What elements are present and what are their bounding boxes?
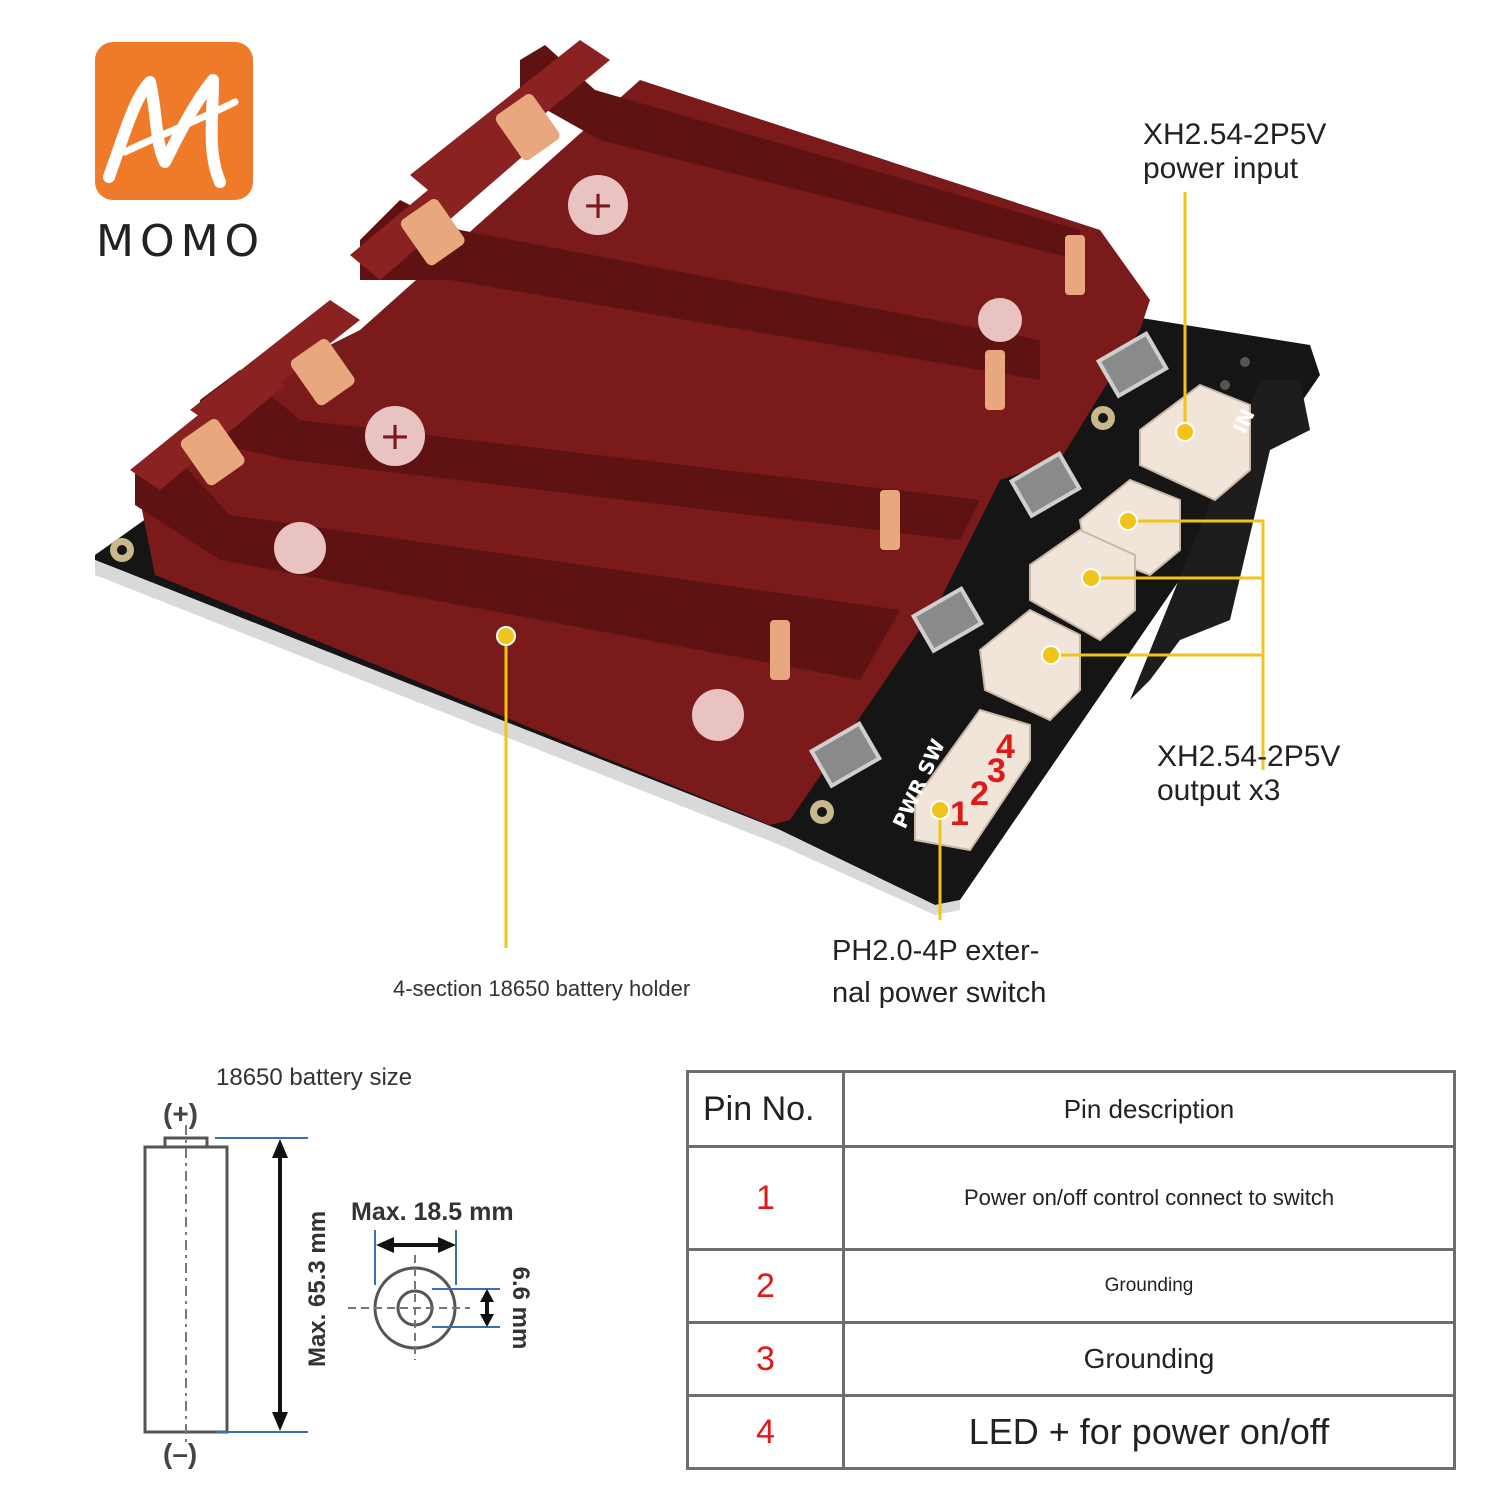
pin-description: Grounding bbox=[842, 1248, 1456, 1324]
table-row: 1 Power on/off control connect to switch bbox=[686, 1145, 1456, 1251]
pcb-edge bbox=[95, 560, 960, 915]
brand-name: MOMO bbox=[96, 216, 266, 267]
leader-dots bbox=[496, 422, 1195, 820]
battery-body bbox=[143, 1145, 229, 1434]
callout-output: XH2.54-2P5V output x3 bbox=[1157, 740, 1340, 808]
battery-holder bbox=[135, 80, 1150, 825]
header-pin-description: Pin description bbox=[842, 1070, 1456, 1148]
battery-minus-label: (–) bbox=[163, 1438, 198, 1469]
table-row: 4 LED + for power on/off bbox=[686, 1394, 1456, 1470]
product-illustration: + + IN PWR SW 1 2 3 4 bbox=[95, 40, 1320, 948]
pin-number: 2 bbox=[686, 1248, 845, 1324]
plus-markers: + + bbox=[274, 175, 1022, 741]
pin-table: Pin No. Pin description 1 Power on/off c… bbox=[686, 1070, 1456, 1470]
battery-length-label: Max. 65.3 mm bbox=[304, 1210, 331, 1368]
callout-holder: 4-section 18650 battery holder bbox=[393, 976, 691, 1001]
power-input-connector bbox=[1139, 383, 1251, 502]
table-row: 3 Grounding bbox=[686, 1321, 1456, 1397]
callout-power-input: XH2.54-2P5V power input bbox=[1143, 118, 1326, 186]
pin-description: Power on/off control connect to switch bbox=[842, 1145, 1456, 1251]
pin-table-header: Pin No. Pin description bbox=[686, 1070, 1456, 1148]
callout-switch: PH2.0-4P exter- nal power switch bbox=[832, 930, 1046, 1014]
pin-description: LED + for power on/off bbox=[842, 1394, 1456, 1470]
battery-plus-label: (+) bbox=[163, 1098, 198, 1129]
callout-output-line1: XH2.54-2P5V bbox=[1157, 740, 1341, 773]
battery-contacts bbox=[180, 94, 1085, 680]
pin-number: 3 bbox=[686, 1321, 845, 1397]
pin-description: Grounding bbox=[842, 1321, 1456, 1397]
callout-switch-line2: nal power switch bbox=[832, 977, 1047, 1009]
solder-pads bbox=[808, 330, 1169, 789]
battery-end-view bbox=[373, 1266, 457, 1350]
callout-power-input-line1: XH2.54-2P5V bbox=[1143, 118, 1327, 151]
battery-terminal-label: 6.6 mm bbox=[507, 1266, 534, 1350]
battery-diameter-label: Max. 18.5 mm bbox=[351, 1198, 514, 1226]
connector-pin-1: 1 bbox=[950, 795, 969, 833]
callout-power-input-line2: power input bbox=[1143, 152, 1299, 185]
table-row: 2 Grounding bbox=[686, 1248, 1456, 1324]
callout-switch-line1: PH2.0-4P exter- bbox=[832, 935, 1040, 967]
pin-number: 4 bbox=[686, 1394, 845, 1470]
svg-text:+: + bbox=[582, 183, 614, 227]
output-connector-2 bbox=[1029, 528, 1136, 642]
connector-pin-3: 3 bbox=[987, 752, 1006, 790]
logo-m-mark bbox=[103, 74, 239, 188]
battery-terminal bbox=[163, 1136, 209, 1150]
connector-pin-4: 4 bbox=[996, 728, 1015, 766]
pin-number: 1 bbox=[686, 1145, 845, 1251]
battery-size-title: 18650 battery size bbox=[216, 1064, 413, 1091]
output-connector-3 bbox=[978, 608, 1081, 722]
leader-lines bbox=[504, 192, 1265, 948]
connector-pin-2: 2 bbox=[970, 775, 989, 813]
svg-text:+: + bbox=[379, 414, 411, 458]
callout-output-line2: output x3 bbox=[1157, 774, 1281, 807]
brand-logo bbox=[95, 42, 253, 200]
header-pin-no: Pin No. bbox=[686, 1070, 845, 1148]
